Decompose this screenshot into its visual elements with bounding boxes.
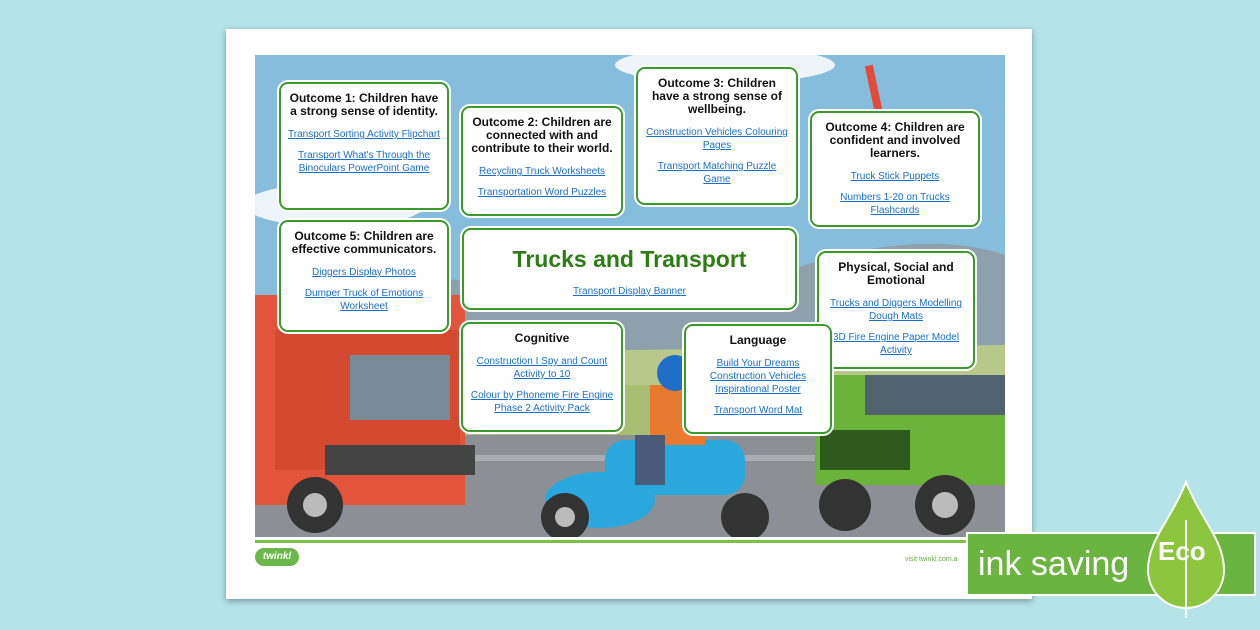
twinkl-logo: twinkl bbox=[255, 548, 299, 566]
outcome-3-link-1[interactable]: Construction Vehicles Colouring Pages bbox=[646, 127, 788, 151]
outcome-1-link-2[interactable]: Transport What's Through the Binoculars … bbox=[298, 150, 430, 174]
footer-divider bbox=[255, 540, 1005, 543]
outcome-1-link-1[interactable]: Transport Sorting Activity Flipchart bbox=[288, 129, 440, 140]
outcome-2-link-2[interactable]: Transportation Word Puzzles bbox=[477, 187, 607, 198]
cognitive-heading: Cognitive bbox=[514, 331, 570, 345]
cognitive-link-2[interactable]: Colour by Phoneme Fire Engine Phase 2 Ac… bbox=[470, 390, 614, 414]
leaf-drop-icon bbox=[1146, 480, 1226, 618]
outcome-1-box: Outcome 1: Children have a strong sense … bbox=[279, 82, 449, 210]
outcome-3-box: Outcome 3: Children have a strong sense … bbox=[636, 67, 798, 205]
outcome-5-heading: Outcome 5: Children are effective commun… bbox=[291, 229, 437, 256]
footer-url: visit twinkl.com.a bbox=[905, 556, 958, 563]
language-link-1[interactable]: Build Your Dreams Construction Vehicles … bbox=[709, 358, 807, 395]
outcome-4-heading: Outcome 4: Children are confident and in… bbox=[825, 120, 965, 160]
physical-heading: Physical, Social and Emotional bbox=[838, 260, 954, 287]
cognitive-link-1[interactable]: Construction I Spy and Count Activity to… bbox=[476, 356, 608, 380]
language-box: Language Build Your Dreams Construction … bbox=[684, 324, 832, 434]
physical-box: Physical, Social and Emotional Trucks an… bbox=[817, 251, 975, 369]
outcome-5-box: Outcome 5: Children are effective commun… bbox=[279, 220, 449, 332]
outcome-1-heading: Outcome 1: Children have a strong sense … bbox=[289, 91, 439, 118]
outcome-4-link-2[interactable]: Numbers 1-20 on Trucks Flashcards bbox=[840, 192, 950, 216]
outcome-2-link-1[interactable]: Recycling Truck Worksheets bbox=[479, 166, 605, 177]
physical-link-1[interactable]: Trucks and Diggers Modelling Dough Mats bbox=[830, 298, 962, 322]
outcome-5-link-1[interactable]: Diggers Display Photos bbox=[312, 267, 416, 278]
outcome-2-box: Outcome 2: Children are connected with a… bbox=[461, 106, 623, 216]
title-link[interactable]: Transport Display Banner bbox=[572, 286, 686, 297]
page-title: Trucks and Transport bbox=[512, 246, 747, 272]
outcome-4-link-1[interactable]: Truck Stick Puppets bbox=[850, 171, 940, 182]
outcome-2-heading: Outcome 2: Children are connected with a… bbox=[471, 115, 613, 155]
outcome-5-link-2[interactable]: Dumper Truck of Emotions Worksheet bbox=[304, 288, 424, 312]
cognitive-box: Cognitive Construction I Spy and Count A… bbox=[461, 322, 623, 432]
outcome-3-link-2[interactable]: Transport Matching Puzzle Game bbox=[657, 161, 777, 185]
eco-label: Eco bbox=[1158, 536, 1206, 566]
ink-saving-label: ink saving bbox=[978, 545, 1130, 583]
language-heading: Language bbox=[729, 333, 787, 347]
title-box: Trucks and Transport Transport Display B… bbox=[462, 228, 797, 310]
physical-link-2[interactable]: 3D Fire Engine Paper Model Activity bbox=[832, 332, 960, 356]
outcome-3-heading: Outcome 3: Children have a strong sense … bbox=[651, 76, 783, 116]
outcome-4-box: Outcome 4: Children are confident and in… bbox=[810, 111, 980, 227]
language-link-2[interactable]: Transport Word Mat bbox=[713, 405, 803, 416]
